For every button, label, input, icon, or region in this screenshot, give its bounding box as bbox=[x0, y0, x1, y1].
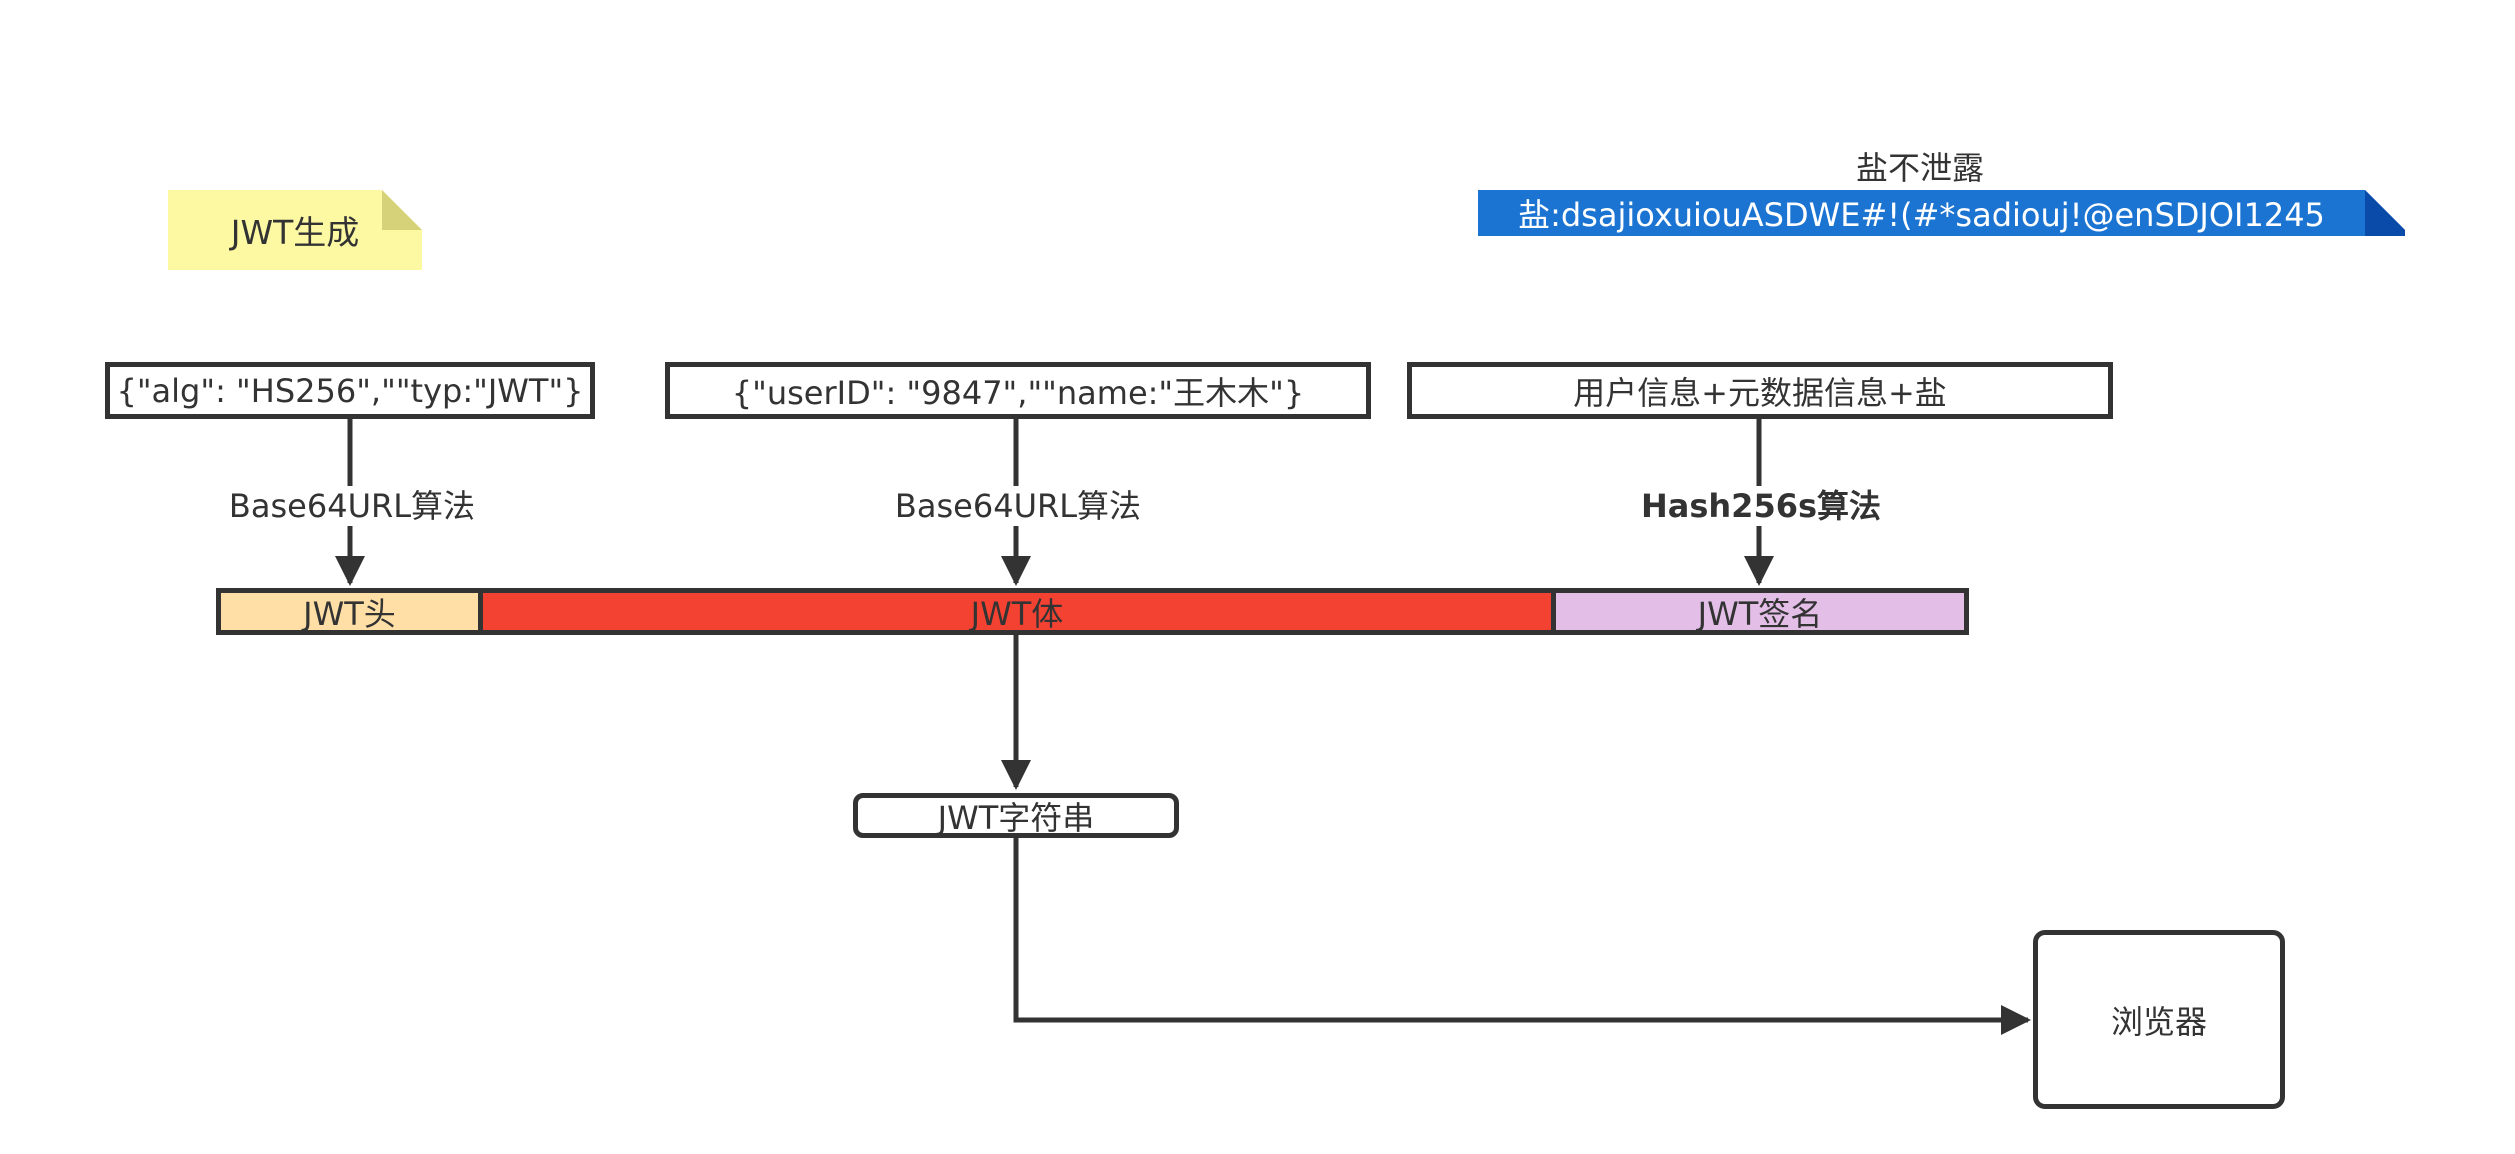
jwt-payload-segment: JWT体 bbox=[478, 588, 1556, 635]
note-fold bbox=[382, 190, 422, 230]
note-label: JWT生成 bbox=[230, 213, 360, 252]
browser-box: 浏览器 bbox=[2033, 930, 2285, 1109]
arrow-jwt-string-to-browser bbox=[1013, 838, 2031, 1035]
salt-value: 盐:dsajioxuiouASDWE#!(#*sadiouj!@enSDJOI1… bbox=[1518, 196, 2325, 234]
jwt-signature-segment: JWT签名 bbox=[1551, 588, 1969, 635]
header-algorithm-label: Base64URL算法 bbox=[200, 486, 504, 526]
payload-source-box: {"userID": "9847",""name:"王木木"} bbox=[665, 362, 1371, 419]
salt-caption: 盐不泄露 bbox=[1855, 149, 1984, 187]
header-source-box: {"alg": "HS256",""typ:"JWT"} bbox=[105, 362, 595, 419]
signature-algorithm-label: Hash256s算法 bbox=[1609, 486, 1913, 526]
note-shape bbox=[168, 190, 422, 270]
salt-banner-fold bbox=[2365, 190, 2405, 236]
jwt-header-segment: JWT头 bbox=[216, 588, 483, 635]
salt-banner-shape bbox=[1478, 190, 2405, 236]
payload-algorithm-label: Base64URL算法 bbox=[866, 486, 1170, 526]
jwt-string-box: JWT字符串 bbox=[853, 793, 1179, 838]
signature-source-box: 用户信息+元数据信息+盐 bbox=[1407, 362, 2113, 419]
